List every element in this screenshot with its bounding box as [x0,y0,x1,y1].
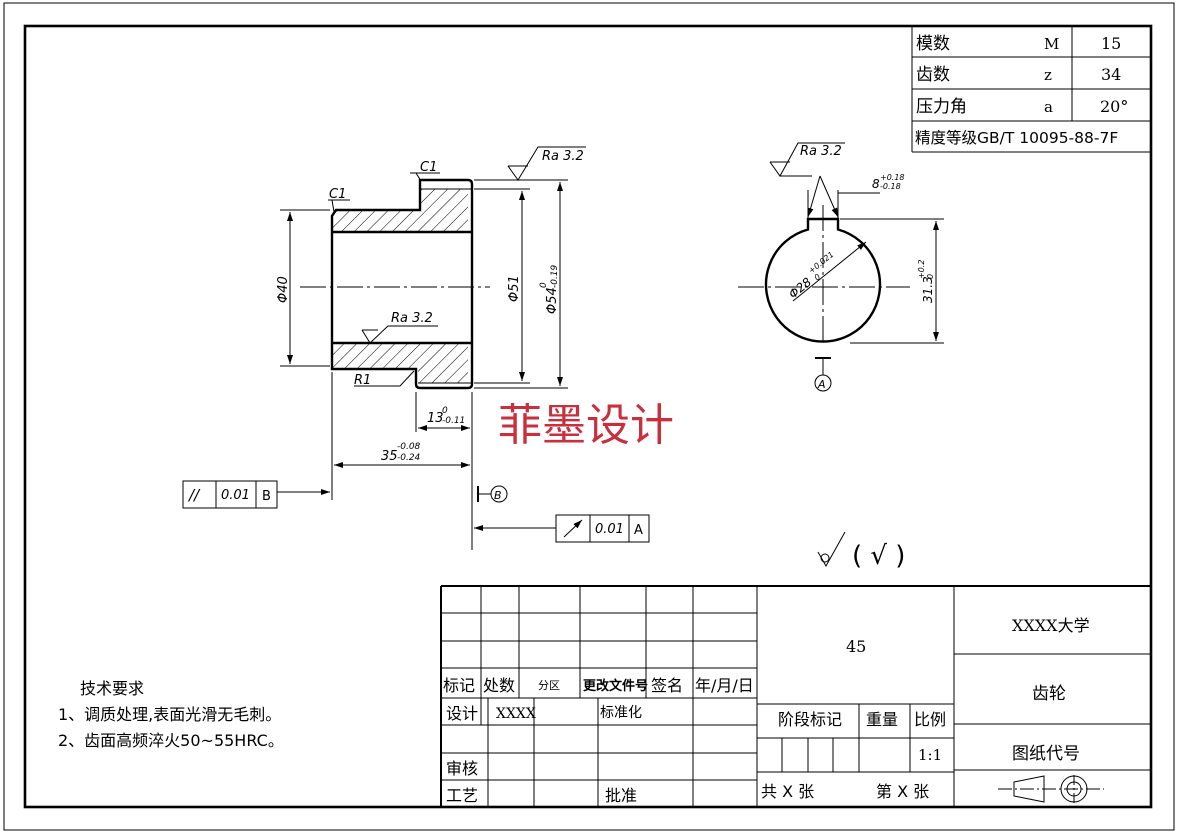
tb-header-sign: 签名 [651,676,683,695]
tech-req-line-2: 2、齿面高频淬火50~55HRC。 [58,731,284,750]
dim-bore-28: Φ28 [786,275,814,302]
tb-header-date: 年/月/日 [695,676,754,695]
tb-part-name: 齿轮 [1032,684,1066,704]
radius-label: R1 [354,373,371,388]
fcf-runout: 0.01 A [474,514,650,543]
tb-header-mark: 标记 [443,676,475,695]
tb-material: 45 [846,637,866,656]
dim-key-width-tol-upper: +0.18 [880,173,905,182]
tb-weight-label: 重量 [866,710,898,729]
dim-bore-28-tol-lower: 0 [813,272,823,282]
title-block: 标记 处数 分区 更改文件号 签名 年/月/日 设计 XXXX 标准化 审核 工… [440,585,1151,807]
dim-bore-diameter: Φ40 [276,276,291,303]
datum-a-symbol: A [814,357,832,392]
watermark-text: 菲墨设计 [498,400,674,451]
param-angle-value: 20° [1100,97,1128,116]
datum-a-label: A [817,378,826,391]
dim-length-13-tol-upper: 0 [442,406,448,416]
tb-header-zone: 分区 [538,679,560,692]
tb-stage-label: 阶段标记 [778,710,842,729]
tech-req-line-1: 1、调质处理,表面光滑无毛刺。 [58,705,281,724]
param-module-label: 模数 [916,34,950,54]
tb-total-sheets: 共 X 张 [761,782,814,801]
general-roughness-text: ( √ ) [852,541,905,571]
dim-key-width: 8 [872,177,880,191]
tb-scale-value: 1:1 [918,746,942,764]
dim-diameter-51: Φ51 [507,275,522,302]
dim-length-35: 35 [381,449,398,464]
dim-keyway-depth-tol-lower: 0 [926,274,935,279]
datum-b-label: B [494,489,502,502]
fcf-parallelism: // 0.01 B [182,480,330,509]
tb-designer: XXXX [496,706,536,722]
tb-header-docno: 更改文件号 [583,678,648,694]
tb-review-label: 审核 [446,759,478,778]
tb-header-count: 处数 [483,676,515,695]
technical-requirements: 技术要求 1、调质处理,表面光滑无毛刺。 2、齿面高频淬火50~55HRC。 [58,679,284,750]
param-module-symbol: M [1044,35,1059,53]
dim-diameter-54-tol-upper: 0 [539,282,549,288]
param-precision: 精度等级GB/T 10095-88-7F [915,129,1118,147]
section-view: C1 C1 Ra 3.2 Ra 3.2 Φ40 Φ51 Φ54 0 -0.19 [182,146,650,550]
fcf-runout-tol: 0.01 [595,522,624,537]
fcf-parallelism-symbol: // [187,486,201,504]
datum-b-symbol: B [477,485,508,503]
param-teeth-value: 34 [1101,65,1121,84]
dim-length-35-tol-lower: -0.24 [397,453,421,463]
fcf-parallelism-tol: 0.01 [221,488,250,503]
fcf-parallelism-datum: B [262,489,271,504]
dim-length-13-tol-lower: -0.11 [442,416,465,426]
roughness-symbol-end [769,142,845,177]
dim-diameter-54-tol-lower: -0.19 [550,264,560,288]
param-angle-symbol: a [1044,98,1053,116]
general-roughness: ( √ ) [817,531,905,571]
param-teeth-label: 齿数 [916,65,950,85]
outer-border [3,2,1175,831]
tb-design-label: 设计 [446,704,478,723]
roughness-symbol-top [507,146,586,181]
chamfer-label-top: C1 [420,160,437,175]
tb-sheet-number: 第 X 张 [876,782,929,801]
chamfer-label-left: C1 [329,187,346,202]
bore-with-keyway [764,217,882,343]
inner-frame [23,24,1153,809]
end-view: Ra 3.2 8 +0.18 -0.18 Φ28 +0.021 0 31.3 +… [738,142,944,392]
dim-key-width-tol-lower: -0.18 [880,182,901,191]
dim-keyway-depth: 31.3 [921,276,935,303]
param-module-value: 15 [1101,34,1121,53]
part-outline [330,178,474,390]
roughness-symbol-bore [361,325,438,344]
roughness-label-bore: Ra 3.2 [391,311,433,326]
fcf-runout-datum: A [634,523,643,538]
dim-length-35-tol-upper: -0.08 [397,442,421,452]
dim-length-13: 13 [427,411,444,426]
hatch-lower [332,343,468,383]
gear-parameter-table: 模数 M 15 齿数 z 34 压力角 a 20° 精度等级GB/T 10095… [911,27,1151,153]
dim-bore-28-tol-upper: +0.021 [807,250,836,276]
tb-process-label: 工艺 [446,786,478,805]
tb-approve-label: 批准 [605,786,637,805]
dim-keyway-depth-tol-upper: +0.2 [917,260,926,279]
param-teeth-symbol: z [1044,66,1052,84]
tb-drawing-no-label: 图纸代号 [1012,744,1080,764]
roughness-label-top: Ra 3.2 [542,149,584,164]
tb-school: XXXX大学 [1012,616,1090,635]
tb-standard-label: 标准化 [600,705,642,721]
param-angle-label: 压力角 [916,97,967,117]
tb-scale-label: 比例 [914,710,946,729]
roughness-label-end: Ra 3.2 [800,144,842,159]
projection-symbol-icon [998,775,1104,803]
tech-req-title: 技术要求 [80,679,144,698]
dim-diameter-54: Φ54 [545,287,560,314]
